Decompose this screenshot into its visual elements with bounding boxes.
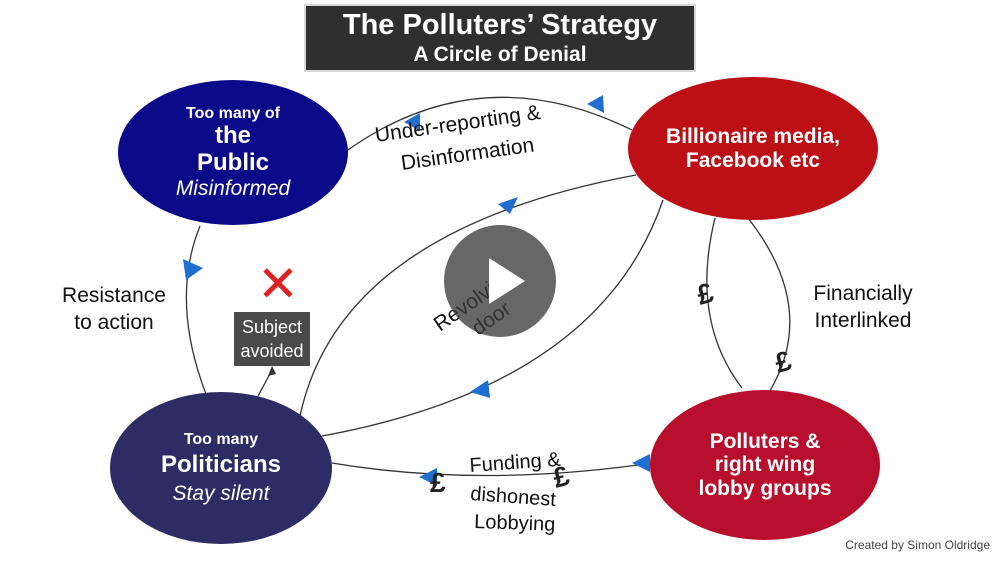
pound-symbol-1: £ — [694, 277, 717, 311]
edge-polluters-to-politicians — [331, 462, 653, 477]
edge-public-to-politicians — [185, 225, 207, 395]
label-financial-line2: Interlinked — [814, 309, 912, 333]
arrowhead-revolving-lower — [470, 380, 490, 398]
node-politicians: Too many Politicians Stay silent — [110, 392, 332, 544]
label-resistance-line2: to action — [74, 311, 154, 335]
node-politicians-line3: Stay silent — [172, 481, 270, 505]
arrowhead-top-right — [587, 95, 604, 113]
arrowhead-subject — [268, 366, 276, 376]
label-funding-2: dishonest — [470, 483, 557, 511]
node-polluters-line2: right wing — [714, 453, 816, 477]
node-media: Billionaire media, Facebook etc — [628, 77, 878, 220]
play-button[interactable] — [444, 225, 556, 337]
node-media-line2: Facebook etc — [685, 148, 821, 172]
label-resistance-line1: Resistance — [62, 284, 166, 307]
arrowhead-bottom-left — [419, 468, 437, 486]
label-financially-interlinked: Financially Interlinked — [800, 280, 926, 335]
cross-icon: ✕ — [257, 256, 299, 312]
diagram-subtitle: A Circle of Denial — [413, 43, 587, 66]
edge-revolving-lower — [321, 199, 664, 437]
label-financial-line1: Financially — [813, 282, 913, 305]
arrowhead-revolving-upper — [498, 197, 518, 214]
edge-finance-left — [706, 217, 743, 389]
edge-revolving-upper — [299, 174, 637, 417]
node-public-line3: Public — [196, 148, 269, 176]
diagram-title: The Polluters’ Strategy — [342, 9, 658, 41]
title-banner: The Polluters’ Strategy A Circle of Deni… — [304, 4, 696, 72]
node-public-line1: Too many of — [186, 104, 280, 122]
edge-finance-right — [747, 217, 791, 395]
subject-line2: avoided — [240, 341, 304, 361]
node-politicians-line2: Politicians — [160, 450, 282, 478]
node-polluters: Polluters & right wing lobby groups — [650, 390, 880, 540]
node-media-line1: Billionaire media, — [666, 124, 840, 148]
node-polluters-line1: Polluters & — [709, 429, 821, 453]
arrowhead-bottom-right — [632, 454, 650, 472]
arrowhead-top-left — [404, 113, 420, 131]
pound-symbol-2: £ — [772, 345, 795, 379]
node-public: Too many of the Public Misinformed — [118, 80, 348, 225]
edge-media-to-public — [344, 96, 633, 153]
credit-text: Created by Simon Oldridge — [845, 538, 990, 552]
pound-symbol-3: £ — [430, 467, 446, 498]
node-public-line2: the — [215, 121, 251, 149]
label-funding-3: Lobbying — [474, 511, 556, 536]
label-resistance: Resistance to action — [55, 282, 173, 337]
label-funding-1: Funding & — [469, 449, 562, 477]
node-politicians-line1: Too many — [183, 430, 259, 448]
arrowhead-left-side — [183, 259, 203, 280]
subject-avoided-box: Subject avoided — [234, 312, 310, 366]
node-public-line4: Misinformed — [175, 176, 291, 200]
subject-line1: Subject — [241, 317, 303, 337]
node-polluters-line3: lobby groups — [698, 476, 832, 500]
